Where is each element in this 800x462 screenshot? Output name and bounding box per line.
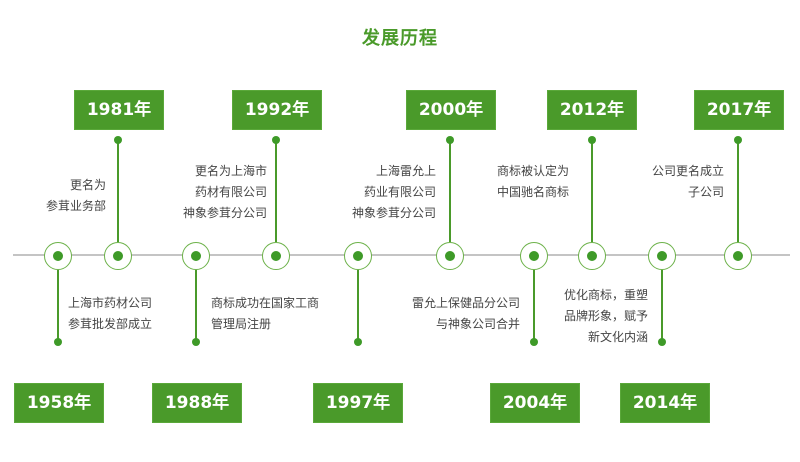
year-badge-1992: 1992年 bbox=[232, 90, 322, 130]
year-badge-2014: 2014年 bbox=[620, 383, 710, 423]
node-dot-icon bbox=[271, 251, 281, 261]
connector-line bbox=[737, 140, 739, 242]
connector-line bbox=[195, 270, 197, 342]
connector-dot-icon bbox=[734, 136, 742, 144]
connector-line bbox=[449, 140, 451, 242]
event-description-2017: 公司更名成立 子公司 bbox=[651, 164, 724, 199]
timeline-node-2012[interactable] bbox=[578, 242, 606, 270]
event-description-1992: 更名为上海市 药材有限公司 神象参茸分公司 bbox=[182, 164, 267, 220]
event-description-2004: 雷允上保健品分公司 与神象公司合并 bbox=[411, 296, 520, 331]
timeline-node-1997[interactable] bbox=[344, 242, 372, 270]
year-badge-1958: 1958年 bbox=[14, 383, 104, 423]
connector-dot-icon bbox=[192, 338, 200, 346]
connector-dot-icon bbox=[588, 136, 596, 144]
event-description-2000: 上海雷允上 药业有限公司 神象参茸分公司 bbox=[351, 164, 436, 220]
connector-line bbox=[57, 270, 59, 342]
timeline-axis bbox=[13, 254, 790, 256]
node-dot-icon bbox=[53, 251, 63, 261]
connector-line bbox=[533, 270, 535, 342]
year-badge-2012: 2012年 bbox=[547, 90, 637, 130]
timeline-node-1992[interactable] bbox=[262, 242, 290, 270]
event-description-1958: 上海市药材公司 参茸批发部成立 bbox=[68, 296, 153, 331]
event-description-2012: 商标被认定为 中国驰名商标 bbox=[497, 164, 570, 199]
year-badge-2004: 2004年 bbox=[490, 383, 580, 423]
node-dot-icon bbox=[445, 251, 455, 261]
year-badge-1981: 1981年 bbox=[74, 90, 164, 130]
event-description-1981: 更名为 参茸业务部 bbox=[45, 178, 106, 213]
page-title: 发展历程 bbox=[362, 28, 438, 49]
connector-line bbox=[661, 270, 663, 342]
year-badge-2000: 2000年 bbox=[406, 90, 496, 130]
year-badge-2017: 2017年 bbox=[694, 90, 784, 130]
timeline-node-1988[interactable] bbox=[182, 242, 210, 270]
connector-line bbox=[591, 140, 593, 242]
connector-line bbox=[357, 270, 359, 342]
node-dot-icon bbox=[587, 251, 597, 261]
node-dot-icon bbox=[529, 251, 539, 261]
timeline-node-1981[interactable] bbox=[104, 242, 132, 270]
connector-dot-icon bbox=[54, 338, 62, 346]
node-dot-icon bbox=[733, 251, 743, 261]
timeline-node-2004[interactable] bbox=[520, 242, 548, 270]
connector-line bbox=[117, 140, 119, 242]
timeline-node-2017[interactable] bbox=[724, 242, 752, 270]
event-description-2014: 优化商标，重塑 品牌形象，赋予 新文化内涵 bbox=[563, 288, 648, 344]
connector-dot-icon bbox=[114, 136, 122, 144]
timeline-node-2014[interactable] bbox=[648, 242, 676, 270]
timeline-node-1958[interactable] bbox=[44, 242, 72, 270]
node-dot-icon bbox=[657, 251, 667, 261]
connector-dot-icon bbox=[272, 136, 280, 144]
connector-dot-icon bbox=[354, 338, 362, 346]
year-badge-1997: 1997年 bbox=[313, 383, 403, 423]
node-dot-icon bbox=[113, 251, 123, 261]
node-dot-icon bbox=[191, 251, 201, 261]
connector-dot-icon bbox=[658, 338, 666, 346]
connector-line bbox=[275, 140, 277, 242]
connector-dot-icon bbox=[530, 338, 538, 346]
year-badge-1988: 1988年 bbox=[152, 383, 242, 423]
timeline-node-2000[interactable] bbox=[436, 242, 464, 270]
event-description-1988: 商标成功在国家工商 管理局注册 bbox=[211, 296, 320, 331]
node-dot-icon bbox=[353, 251, 363, 261]
connector-dot-icon bbox=[446, 136, 454, 144]
